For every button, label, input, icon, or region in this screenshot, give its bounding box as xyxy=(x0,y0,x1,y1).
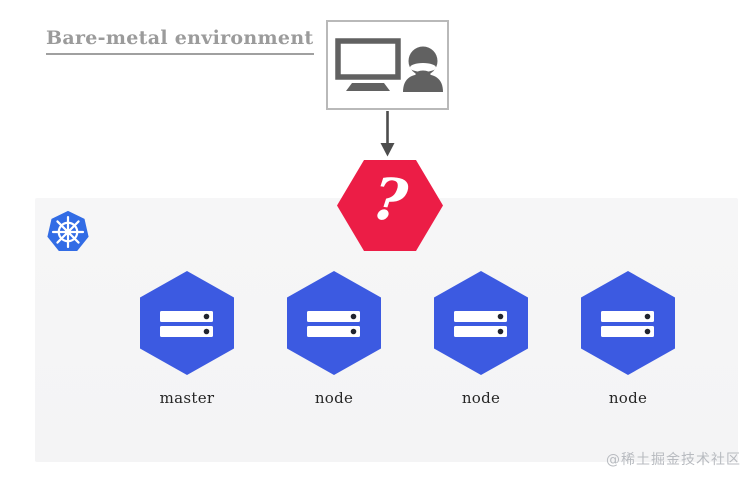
question-mark: ? xyxy=(368,163,412,236)
node-label: node xyxy=(608,389,648,407)
person-icon xyxy=(403,46,443,92)
watermark: @稀土掘金技术社区 xyxy=(606,452,741,468)
node-master: master xyxy=(140,271,234,407)
node-label: master xyxy=(159,389,215,407)
node-3: node xyxy=(581,271,675,407)
unknown-hexagon: ? xyxy=(337,160,443,251)
server-hexagon-icon xyxy=(434,271,528,375)
node-2: node xyxy=(434,271,528,407)
monitor-icon xyxy=(335,38,401,91)
operator-icons xyxy=(335,38,443,92)
server-hexagon-icon xyxy=(140,271,234,375)
node-1: node xyxy=(287,271,381,407)
diagram-title: Bare-metal environment xyxy=(46,27,314,55)
kubernetes-logo xyxy=(47,210,89,252)
hexagon-red-shape xyxy=(337,160,443,251)
server-hexagon-icon xyxy=(287,271,381,375)
node-label: node xyxy=(461,389,501,407)
operator-box xyxy=(326,20,449,110)
arrow-down-icon xyxy=(380,111,395,157)
server-hexagon-icon xyxy=(581,271,675,375)
node-label: node xyxy=(314,389,354,407)
